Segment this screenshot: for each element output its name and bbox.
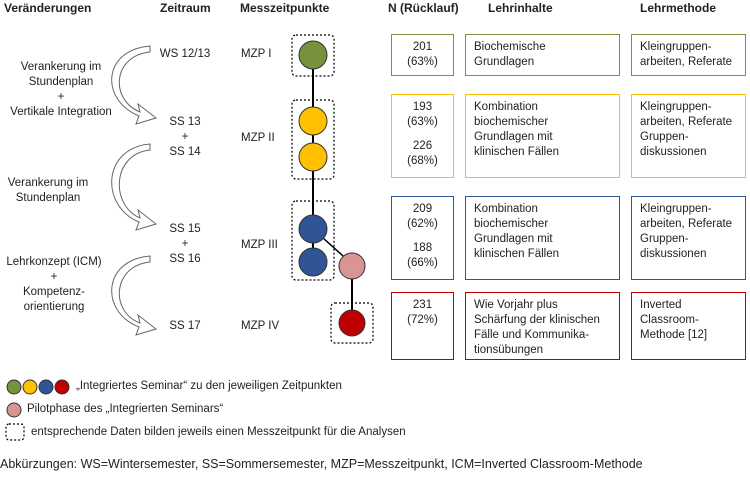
- content-box-3: Kombination biochemischer Grundlagen mit…: [465, 196, 620, 280]
- method-box-3: Kleingruppen- arbeiten, Referate Gruppen…: [631, 196, 746, 280]
- content-box-2: Kombination biochemischer Grundlagen mit…: [465, 94, 620, 178]
- dotted-group-mzp4: [330, 302, 374, 344]
- circle-blue-1: [298, 214, 328, 244]
- circle-blue-2: [298, 247, 328, 277]
- legend-circle-red: [54, 379, 70, 395]
- mzp-label-4: MZP IV: [241, 320, 280, 332]
- circle-green: [298, 40, 328, 70]
- legend-pilot: Pilotphase des „Integrierten Seminars“: [27, 403, 224, 415]
- change-3: Lehrkonzept (ICM) + Kompetenz- orientier…: [6, 256, 102, 313]
- legend-dotted: entsprechende Daten bilden jeweils einen…: [31, 426, 406, 438]
- mzp-label-2: MZP II: [241, 132, 275, 144]
- header-content: Lehrinhalte: [488, 1, 553, 15]
- footer-abbreviations: Abkürzungen: WS=Wintersemester, SS=Somme…: [0, 457, 643, 471]
- method-text-4: Inverted Classroom- Methode [12]: [640, 299, 708, 341]
- method-box-2: Kleingruppen- arbeiten, Referate Gruppen…: [631, 94, 746, 178]
- content-box-1: Biochemische Grundlagen: [465, 34, 620, 76]
- n-value-2a: 193 (63%): [407, 101, 438, 128]
- method-text-1: Kleingruppen- arbeiten, Referate: [640, 41, 733, 68]
- header-measure-points: Messzeitpunkte: [240, 1, 330, 15]
- content-text-4: Wie Vorjahr plus Schärfung der klinische…: [474, 299, 600, 356]
- legend-circle-yellow: [22, 379, 38, 395]
- content-text-3: Kombination biochemischer Grundlagen mit…: [474, 203, 560, 260]
- curved-arrow-2: [111, 143, 158, 231]
- n-value-3a: 209 (62%): [407, 203, 438, 230]
- mzp-label-1: MZP I: [241, 48, 272, 60]
- n-value-2b: 226 (68%): [407, 140, 438, 167]
- method-text-3: Kleingruppen- arbeiten, Referate Gruppen…: [640, 203, 733, 260]
- content-text-1: Biochemische Grundlagen: [474, 41, 546, 68]
- header-n: N (Rücklauf): [388, 1, 459, 15]
- content-text-2: Kombination biochemischer Grundlagen mit…: [474, 101, 560, 158]
- n-box-4: 231 (72%): [391, 292, 454, 360]
- content-box-4: Wie Vorjahr plus Schärfung der klinische…: [465, 292, 620, 360]
- dotted-group-mzp1: [291, 34, 335, 77]
- header-changes: Veränderungen: [4, 1, 92, 15]
- legend-circle-blue: [38, 379, 54, 395]
- legend-circle-green: [6, 379, 22, 395]
- header-period: Zeitraum: [160, 1, 211, 15]
- period-2: SS 13 + SS 14: [169, 116, 201, 158]
- n-box-1: 201 (63%): [391, 34, 454, 76]
- n-box-3: 209 (62%) 188 (66%): [391, 196, 454, 280]
- method-box-4: Inverted Classroom- Methode [12]: [631, 292, 746, 360]
- mzp-label-3: MZP III: [241, 239, 278, 251]
- n-value-1: 201 (63%): [407, 41, 438, 68]
- n-value-3b: 188 (66%): [407, 242, 438, 269]
- period-4: SS 17: [169, 320, 201, 332]
- legend-circle-pilot: [6, 402, 22, 418]
- circle-yellow-1: [298, 106, 328, 136]
- dotted-group-mzp3: [291, 200, 335, 281]
- n-box-2: 193 (63%) 226 (68%): [391, 94, 454, 178]
- method-box-1: Kleingruppen- arbeiten, Referate: [631, 34, 746, 76]
- method-text-2: Kleingruppen- arbeiten, Referate Gruppen…: [640, 101, 733, 158]
- legend-dotted-box: [5, 423, 25, 441]
- curved-arrow-3: [111, 255, 158, 336]
- header-method: Lehrmethode: [640, 1, 717, 15]
- dotted-group-mzp2: [291, 99, 335, 180]
- circle-red: [338, 309, 366, 337]
- n-value-4: 231 (72%): [407, 299, 438, 326]
- change-1: Verankerung im Stundenplan + Vertikale I…: [10, 61, 112, 118]
- circle-pilot: [338, 252, 366, 280]
- curved-arrow-1: [111, 45, 158, 125]
- period-3: SS 15 + SS 16: [169, 223, 201, 265]
- circle-yellow-2: [298, 142, 328, 172]
- change-2: Verankerung im Stundenplan: [7, 177, 89, 204]
- period-1: WS 12/13: [159, 48, 211, 60]
- legend-seminar: „Integriertes Seminar“ zu den jeweiligen…: [76, 380, 342, 392]
